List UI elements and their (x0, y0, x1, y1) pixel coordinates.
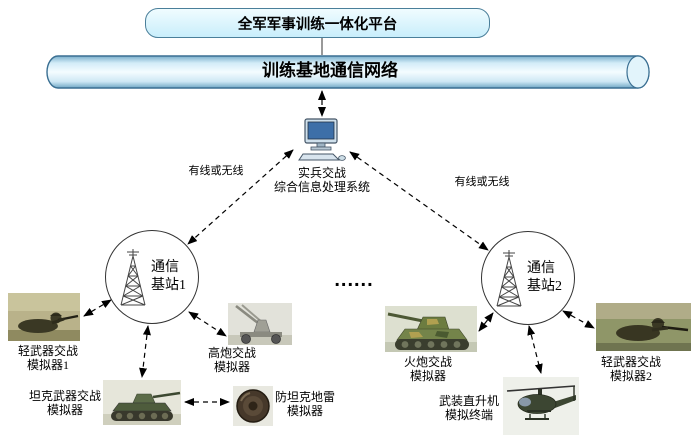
soldier-photo-right (596, 303, 691, 351)
station1-to-soldier1-link (83, 299, 112, 317)
mine-photo (233, 386, 273, 426)
simulator-label: 防坦克地雷 模拟器 (274, 390, 335, 419)
dashed-links (83, 90, 595, 406)
base-station-2: 通信 基站2 (481, 231, 575, 325)
simulator-label: 轻武器交战 模拟器1 (17, 344, 78, 373)
simulator-label: 武装直升机 模拟终端 (438, 394, 499, 423)
artillery-photo (385, 306, 477, 352)
anti-aircraft-gun-photo (228, 303, 292, 345)
link-type-label-left: 有线或无线 (188, 165, 244, 177)
simulator-label: 高炮交战 模拟器 (207, 346, 256, 375)
base-station-1: 通信 基站1 (105, 230, 199, 324)
pipe-end-cap (626, 55, 650, 89)
station2-to-soldier2-link (562, 310, 595, 329)
computer-to-station2-link (349, 151, 489, 251)
soldier-photo-left (8, 293, 80, 341)
processing-system-node (297, 118, 347, 167)
simulator-label: 轻武器交战 模拟器2 (600, 355, 661, 384)
desktop-computer-icon (298, 118, 346, 161)
network-pipe (46, 55, 650, 89)
station1-to-tank-link (139, 325, 151, 378)
base-station-2-label: 通信 基站2 (527, 260, 562, 294)
helicopter-photo (503, 377, 579, 435)
platform-title-box: 全军军事训练一体化平台 (145, 8, 490, 38)
link-type-label-right: 有线或无线 (454, 176, 510, 188)
radio-tower-icon (496, 250, 522, 307)
station2-to-helicopter-link (527, 325, 543, 374)
platform-title: 全军军事训练一体化平台 (237, 16, 398, 33)
station1-to-aagun-link (188, 311, 227, 337)
network-title: 训练基地通信网络 (262, 61, 398, 80)
radio-tower-icon (120, 249, 146, 306)
station2-to-artillery-link (478, 312, 494, 332)
processing-system-label: 实兵交战 综合信息处理系统 (273, 166, 370, 195)
computer-to-station1-link (187, 149, 294, 245)
continuation-dots: ...... (334, 269, 374, 291)
base-station-1-label: 通信 基站1 (151, 259, 186, 293)
simulator-label: 坦克武器交战 模拟器 (28, 389, 101, 418)
tank-photo (103, 380, 181, 425)
simulator-label: 火炮交战 模拟器 (403, 355, 452, 384)
